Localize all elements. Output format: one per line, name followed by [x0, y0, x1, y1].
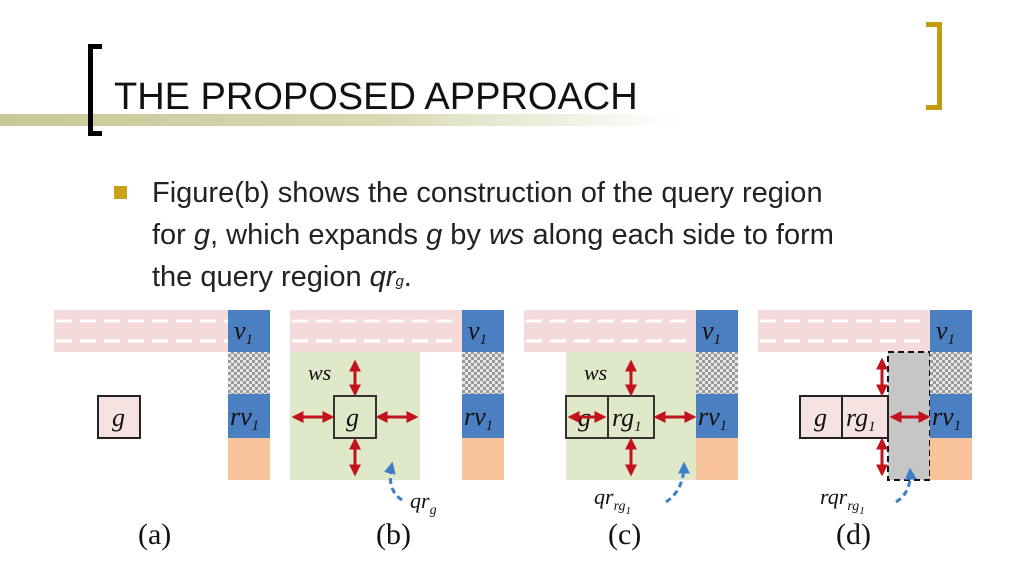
panel-label-a: (a)	[138, 518, 171, 551]
orange-cell	[462, 438, 504, 480]
rqr-pointer-arrow	[895, 467, 917, 504]
qrrg1-pointer-arrow	[665, 461, 690, 504]
rv1-label: rv1	[230, 402, 259, 434]
vertex-v1-cell	[930, 310, 972, 352]
qrg-pointer-arrow	[383, 461, 403, 502]
bullet-g-italic-2: g	[426, 219, 443, 251]
bullet-g-italic-1: g	[193, 219, 211, 251]
left-bracket-decoration	[88, 44, 102, 136]
checker-cell	[930, 352, 972, 394]
g-cell	[799, 395, 843, 439]
ws-label: ws	[584, 360, 607, 385]
bullet-line3-end: .	[403, 261, 412, 293]
checker-cell	[228, 352, 270, 394]
rg1-label: rg1	[612, 403, 642, 435]
g-label: g	[112, 403, 125, 432]
bullet-line3-prefix: the query region	[152, 261, 370, 293]
orange-cell	[228, 438, 270, 480]
bullet-ws-italic: ws	[488, 219, 525, 251]
vertex-rv1-cell	[462, 394, 504, 438]
g-cell	[97, 395, 141, 439]
v1-label: v1	[468, 316, 487, 348]
vertex-rv1-cell	[696, 394, 738, 438]
title-underline-bar	[0, 114, 680, 126]
vertex-v1-cell	[462, 310, 504, 352]
v1-label: v1	[234, 316, 253, 348]
g-label: g	[346, 403, 359, 432]
bullet-line2-mid: , which expands	[210, 219, 427, 251]
bullet-qr-italic: qr	[369, 261, 396, 293]
bullet-line2-by: by	[442, 219, 489, 251]
vertex-rv1-cell	[228, 394, 270, 438]
qrrg1-label: qrrg1	[594, 484, 631, 517]
panel-a: v1 rv1 g (a)	[54, 310, 270, 551]
rg1-label: rg1	[846, 403, 876, 435]
panel-label-d: (d)	[836, 518, 871, 551]
rv1-label: rv1	[698, 402, 727, 434]
bullet-qr-subscript: g	[395, 273, 404, 290]
g-label: g	[814, 403, 827, 432]
rqr-label: rqrrg1	[820, 484, 865, 517]
road-c	[524, 310, 696, 352]
vertex-v1-cell	[696, 310, 738, 352]
bullet-line1: Figure(b) shows the construction of the …	[152, 177, 823, 209]
road-a	[54, 310, 230, 352]
vertex-rv1-cell	[930, 394, 972, 438]
slide-title: THE PROPOSED APPROACH	[114, 76, 638, 118]
road-d	[758, 310, 930, 352]
panel-c: g rg1 ws qrrg1 v1 rv1 (c)	[524, 310, 738, 551]
bullet-line2-suffix: along each side to form	[524, 219, 834, 251]
ws-label: ws	[308, 360, 331, 385]
query-region-figure: v1 rv1 g (a) g ws qrg v1 rv1 (b)	[54, 310, 972, 551]
checker-cell	[462, 352, 504, 394]
vertex-v1-cell	[228, 310, 270, 352]
rv1-label: rv1	[932, 402, 961, 434]
bullet-square-icon	[114, 186, 127, 199]
v1-label: v1	[702, 316, 721, 348]
panel-d: g rg1 rqrrg1 v1 rv1 (d)	[758, 310, 972, 551]
checker-cell	[696, 352, 738, 394]
right-bracket-decoration	[926, 22, 942, 110]
rg1-cell	[841, 395, 889, 439]
panel-label-c: (c)	[608, 518, 641, 551]
orange-cell	[696, 438, 738, 480]
panel-b: g ws qrg v1 rv1 (b)	[290, 310, 504, 551]
panel-label-b: (b)	[376, 518, 411, 551]
bullet-text: Figure(b) shows the construction of the …	[152, 172, 1002, 303]
orange-cell	[930, 438, 972, 480]
bullet-line2-for: for	[152, 219, 194, 251]
rv1-label: rv1	[464, 402, 493, 434]
road-b	[290, 310, 462, 352]
qrg-label: qrg	[410, 488, 437, 518]
v1-label: v1	[936, 316, 955, 348]
